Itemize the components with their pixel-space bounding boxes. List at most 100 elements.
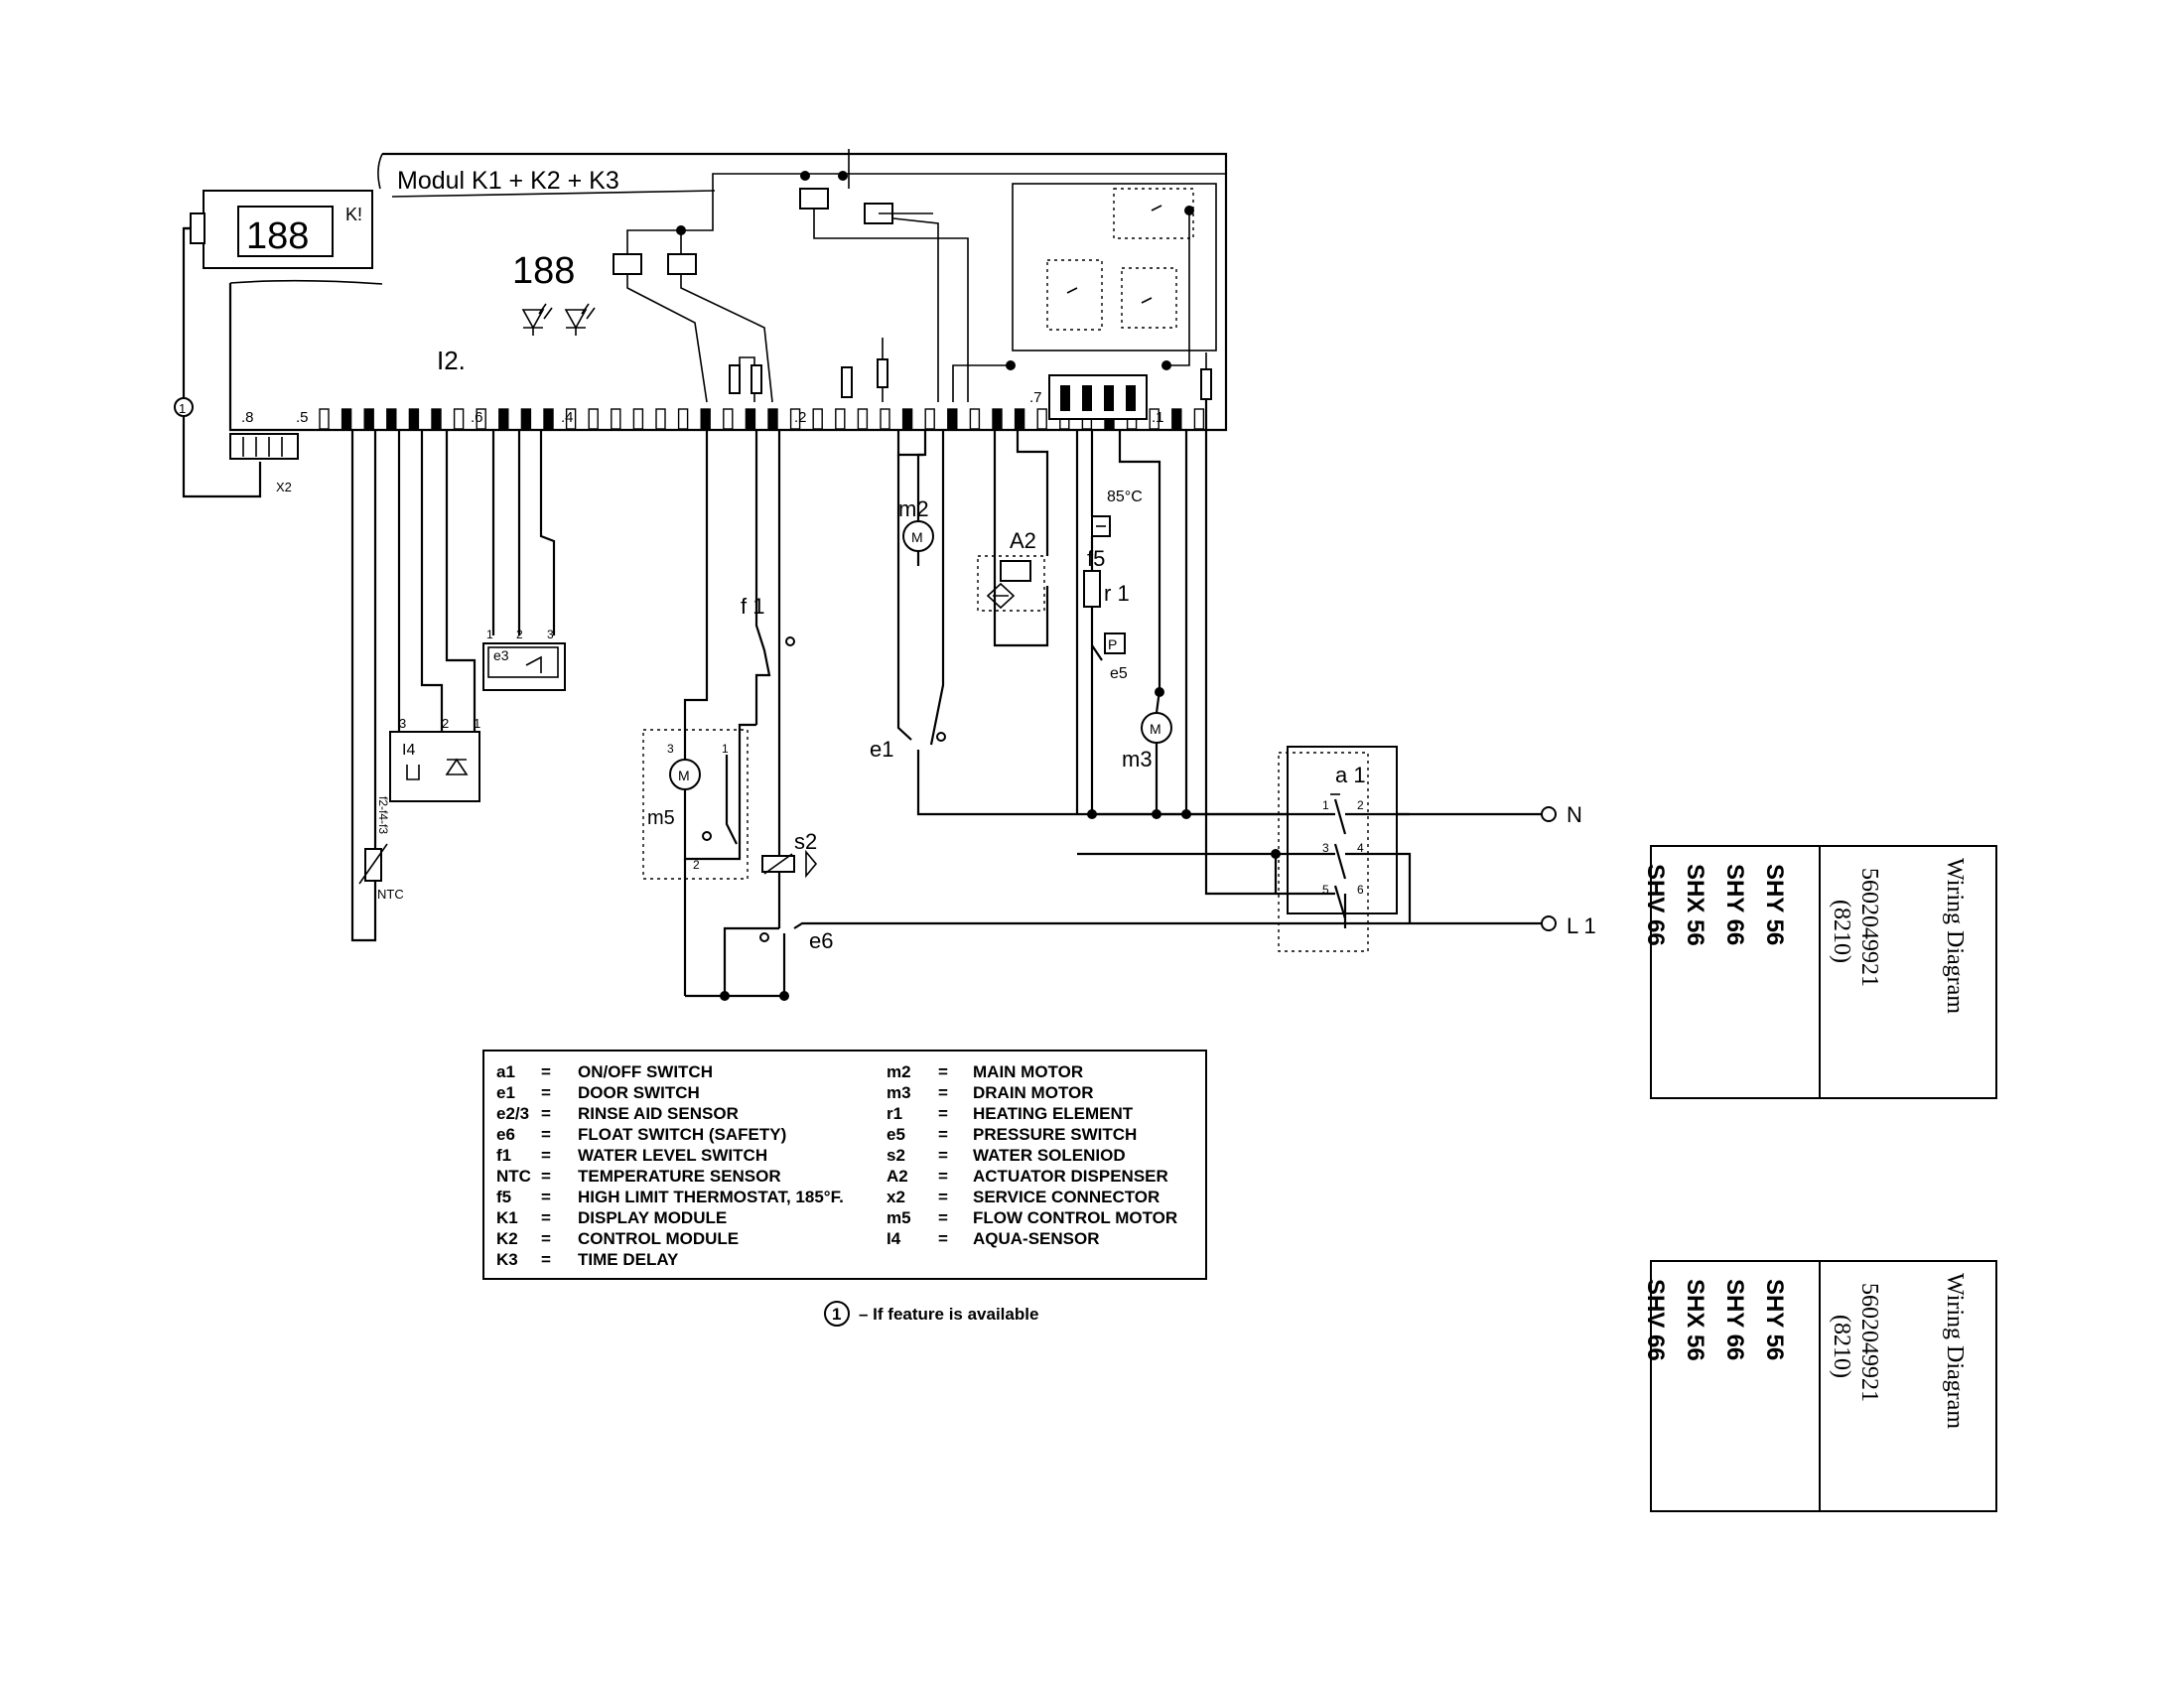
temp-label: 85°C xyxy=(1107,489,1143,505)
legend-footnote: 1 – If feature is available xyxy=(824,1301,1038,1327)
svg-text:6: 6 xyxy=(1357,883,1364,897)
svg-text:2: 2 xyxy=(442,716,449,731)
legend-equals: = xyxy=(938,1208,948,1227)
title-block-code: (8210) xyxy=(1829,1315,1854,1378)
legend-code: r1 xyxy=(887,1104,902,1123)
actuator-dispenser-a2: A2 xyxy=(977,430,1049,647)
footnote-marker: 1 xyxy=(832,1305,841,1324)
legend-equals: = xyxy=(541,1208,551,1227)
title-block-model: SHX 56 xyxy=(1682,1279,1708,1361)
svg-text:1: 1 xyxy=(1322,798,1329,812)
legend-code: K1 xyxy=(496,1208,518,1227)
m3-label: m3 xyxy=(1122,747,1153,772)
a1-label: a 1 xyxy=(1335,763,1366,787)
legend-description: DOOR SWITCH xyxy=(578,1083,700,1102)
m2-label: m2 xyxy=(898,496,929,521)
terminal-pin xyxy=(611,408,621,430)
terminal-pin xyxy=(947,408,958,430)
svg-text:1: 1 xyxy=(486,628,493,641)
legend-description: DRAIN MOTOR xyxy=(973,1083,1094,1102)
legend-equals: = xyxy=(541,1250,551,1269)
terminal-pin xyxy=(835,408,846,430)
terminal-pin xyxy=(408,408,420,430)
title-block-model: SHY 56 xyxy=(1761,864,1788,945)
legend-equals: = xyxy=(938,1167,948,1186)
legend-equals: = xyxy=(938,1104,948,1123)
legend-code: f5 xyxy=(496,1188,511,1206)
svg-text:2: 2 xyxy=(693,858,700,872)
terminal-pin xyxy=(745,408,756,430)
water-level-switch-f1: f 1 xyxy=(741,430,795,725)
legend-equals: = xyxy=(938,1083,948,1102)
legend-code: m5 xyxy=(887,1208,911,1227)
legend-equals: = xyxy=(938,1062,948,1081)
terminal-pin xyxy=(857,408,869,430)
e1-label: e1 xyxy=(870,737,893,762)
terminal-pin xyxy=(588,408,599,430)
terminal-pin xyxy=(453,408,465,430)
rinse-aid-sensor-e3: 1 2 3 e3 xyxy=(482,430,566,691)
legend-equals: = xyxy=(938,1229,948,1248)
svg-text:4: 4 xyxy=(1357,841,1364,855)
legend-description: HEATING ELEMENT xyxy=(973,1104,1134,1123)
legend-equals: = xyxy=(541,1104,551,1123)
legend-description: DISPLAY MODULE xyxy=(578,1208,727,1227)
title-block-model: SHY 66 xyxy=(1721,864,1748,945)
svg-text:3: 3 xyxy=(399,716,406,731)
legend-equals: = xyxy=(938,1188,948,1206)
terminal-label-2: .2 xyxy=(794,409,807,426)
f5-label: f5 xyxy=(1087,546,1105,571)
terminal-pin xyxy=(789,408,801,430)
legend-description: FLOW CONTROL MOTOR xyxy=(973,1208,1177,1227)
title-block-code: (8210) xyxy=(1829,900,1854,963)
terminal-strip xyxy=(319,408,1205,430)
terminal-pin xyxy=(812,408,823,430)
terminal-pin xyxy=(363,408,374,430)
legend-code: f1 xyxy=(496,1146,511,1165)
svg-text:2: 2 xyxy=(516,628,523,641)
terminal-pin xyxy=(723,408,734,430)
terminal-pin xyxy=(655,408,666,430)
terminal-pin xyxy=(543,408,554,430)
legend-code: K2 xyxy=(496,1229,518,1248)
legend-code: e6 xyxy=(496,1125,515,1144)
terminal-pin xyxy=(498,408,509,430)
legend-description: MAIN MOTOR xyxy=(973,1062,1083,1081)
water-solenoid-s2: s2 xyxy=(761,430,817,928)
legend-equals: = xyxy=(938,1125,948,1144)
legend-equals: = xyxy=(541,1167,551,1186)
svg-text:3: 3 xyxy=(667,742,674,756)
f2-label: f2-f4-f3 xyxy=(376,796,390,834)
terminal-pin xyxy=(901,408,913,430)
terminal-pin xyxy=(677,408,689,430)
legend-equals: = xyxy=(541,1062,551,1081)
legend-code: I4 xyxy=(887,1229,901,1248)
legend-equals: = xyxy=(541,1229,551,1248)
connector-x2-label: X2 xyxy=(276,480,292,494)
drain-motor-m3: M m3 xyxy=(1118,399,1276,896)
legend-equals: = xyxy=(938,1146,948,1165)
control-module-board: Modul K1 + K2 + K3 188 K! 188 I2. .8 .5 … xyxy=(184,149,1228,432)
legend-code: e5 xyxy=(887,1125,905,1144)
terminal-pin xyxy=(1171,408,1182,430)
svg-text:1: 1 xyxy=(474,716,480,731)
legend-code: K3 xyxy=(496,1250,518,1269)
title-block-number: 5602049921 xyxy=(1856,1283,1882,1402)
r1-label: r 1 xyxy=(1104,581,1130,606)
terminal-pin xyxy=(1014,408,1025,430)
legend-code: m2 xyxy=(887,1062,911,1081)
footnote-text: – If feature is available xyxy=(859,1305,1038,1324)
svg-text:5: 5 xyxy=(1322,883,1329,897)
title-block-number: 5602049921 xyxy=(1856,868,1882,987)
e3-label: e3 xyxy=(493,647,509,663)
f1-label: f 1 xyxy=(741,594,764,619)
terminal-pin xyxy=(431,408,442,430)
terminal-pin xyxy=(700,408,711,430)
legend-description: PRESSURE SWITCH xyxy=(973,1125,1137,1144)
terminal-pin xyxy=(565,408,577,430)
